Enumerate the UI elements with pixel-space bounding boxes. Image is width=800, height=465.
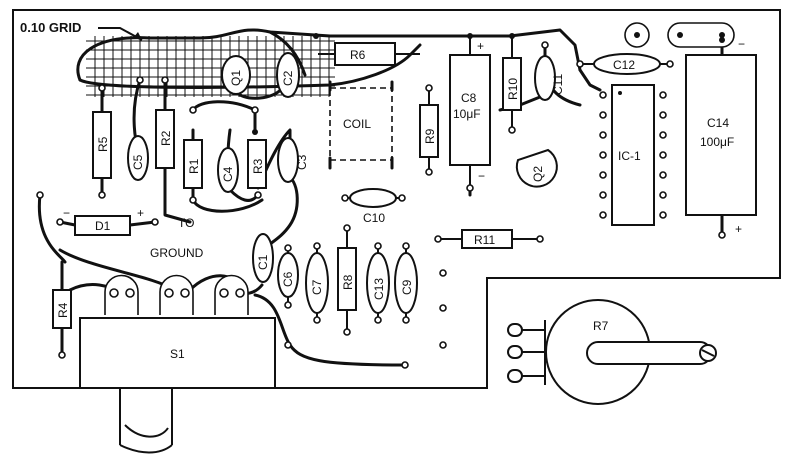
label-r8: R8 <box>341 274 355 290</box>
resistor-r3 <box>247 139 267 189</box>
transistor-q2 <box>515 148 558 188</box>
label-c8-value: 10μF <box>453 107 481 121</box>
capacitor-c11 <box>534 55 556 101</box>
label-c9: C9 <box>400 279 414 295</box>
resistor-r2 <box>155 109 175 169</box>
switch-s1-shaft <box>119 388 173 445</box>
capacitor-c5 <box>127 135 149 181</box>
label-c10: C10 <box>363 211 385 225</box>
label-c4: C4 <box>221 166 235 182</box>
switch-s1-lugs <box>104 274 249 315</box>
transistor-q1 <box>221 55 251 95</box>
label-ic1: IC-1 <box>618 149 641 163</box>
switch-s1 <box>79 317 276 389</box>
label-r11: R11 <box>474 233 495 247</box>
label-c6: C6 <box>281 271 295 287</box>
label-s1: S1 <box>170 347 185 361</box>
loose-pads <box>36 41 726 369</box>
r7-wiper <box>586 341 712 365</box>
label-c13: C13 <box>372 278 386 300</box>
label-r9: R9 <box>423 128 437 144</box>
capacitor-c2 <box>276 52 300 98</box>
capacitor-c10 <box>349 188 397 208</box>
label-r6: R6 <box>350 48 366 62</box>
label-r3: R3 <box>251 158 265 174</box>
label-r1: R1 <box>187 158 201 174</box>
c8-minus: − <box>478 169 485 183</box>
grid-label: 0.10 GRID <box>20 20 81 35</box>
label-d1: D1 <box>95 219 111 233</box>
c14-plus: + <box>735 222 742 236</box>
capacitor-c14 <box>685 54 757 216</box>
label-c7: C7 <box>310 279 324 295</box>
capacitor-c1 <box>252 233 274 283</box>
junction-dots <box>252 33 725 135</box>
pad-top-2-3 <box>667 22 735 48</box>
label-c5: C5 <box>131 154 145 170</box>
label-c14-value: 100μF <box>700 135 734 149</box>
ic-1 <box>611 84 655 226</box>
coil <box>329 87 393 161</box>
resistor-r5 <box>92 111 112 179</box>
label-r2: R2 <box>159 130 173 146</box>
label-c14-name: C14 <box>707 116 729 130</box>
capacitor-c3 <box>277 137 299 183</box>
capacitor-c4 <box>217 147 239 193</box>
label-r5: R5 <box>96 136 110 152</box>
label-r7: R7 <box>593 319 609 333</box>
ground-label-to: TO <box>178 216 194 230</box>
r7-lugs <box>507 320 546 385</box>
label-c3: C3 <box>295 154 309 170</box>
board-outline <box>12 9 781 389</box>
resistor-r1 <box>183 139 203 189</box>
resistor-r4 <box>52 289 72 329</box>
c8-plus: + <box>477 39 484 53</box>
label-q1: Q1 <box>229 70 243 86</box>
label-r10: R10 <box>506 78 520 100</box>
diode-d1 <box>74 215 131 236</box>
label-c12: C12 <box>613 58 635 72</box>
label-coil: COIL <box>343 117 371 131</box>
d1-plus: + <box>137 206 144 220</box>
wiring <box>37 28 724 367</box>
label-c2: C2 <box>281 70 295 86</box>
label-c1: C1 <box>256 254 270 270</box>
label-r4: R4 <box>56 302 70 318</box>
label-c8-name: C8 <box>461 91 477 105</box>
d1-minus: − <box>63 206 70 220</box>
ic-1-pins <box>599 91 667 219</box>
c14-minus: − <box>738 37 745 51</box>
label-c11: C11 <box>551 74 565 95</box>
ground-label-ground: GROUND <box>150 246 204 260</box>
label-q2: Q2 <box>531 166 545 182</box>
